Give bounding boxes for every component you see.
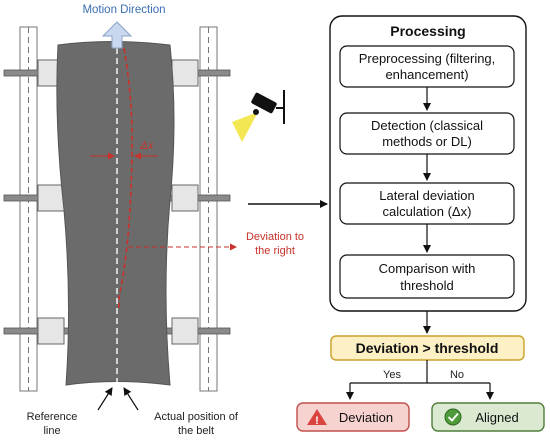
- checkmark-icon: [444, 408, 462, 426]
- motion-direction-arrow: [101, 21, 133, 49]
- decision-branches: [346, 360, 494, 400]
- actual-position-line: [118, 47, 133, 311]
- right-frame-rail: [199, 26, 218, 392]
- actual-position-label-1: Actual position of: [154, 411, 239, 423]
- svg-text:!: !: [315, 415, 319, 427]
- decision-label: Deviation > threshold: [356, 340, 499, 356]
- step-detection-line-1: Detection (classical: [371, 118, 483, 133]
- step-lateral-line-1: Lateral deviation: [379, 188, 474, 203]
- camera-icon: [232, 90, 285, 142]
- step-comparison-line-2: threshold: [400, 278, 453, 293]
- no-label: No: [450, 369, 464, 381]
- left-frame-rail: [19, 26, 38, 392]
- step-detection-line-2: methods or DL): [382, 134, 472, 149]
- reference-line-label-2: line: [43, 425, 60, 437]
- deviation-right-label-2: the right: [255, 245, 295, 257]
- delta-x-label: Δx: [140, 140, 154, 152]
- actual-position-pointer: [123, 387, 139, 411]
- reference-line-label-1: Reference: [27, 411, 78, 423]
- processing-container: [329, 15, 527, 312]
- aligned-result-label: Aligned: [475, 410, 518, 425]
- warning-icon: !: [307, 409, 327, 427]
- actual-position-label-2: the belt: [178, 425, 214, 437]
- reference-line-pointer: [97, 387, 113, 411]
- yes-label: Yes: [383, 369, 401, 381]
- conveyor-belt: [56, 41, 175, 386]
- step-preprocessing-line-2: enhancement): [385, 67, 468, 82]
- motion-direction-label: Motion Direction: [82, 4, 165, 16]
- step-comparison-box: [339, 254, 515, 299]
- step-lateral-line-2: calculation (Δx): [383, 204, 472, 219]
- deviation-result-label: Deviation: [339, 410, 393, 425]
- step-comparison-line-1: Comparison with: [379, 261, 476, 276]
- aligned-result-box: [431, 402, 545, 432]
- step-preprocessing-line-1: Preprocessing (filtering,: [359, 51, 496, 66]
- processing-title: Processing: [390, 23, 465, 39]
- deviation-right-label-1: Deviation to: [246, 231, 304, 243]
